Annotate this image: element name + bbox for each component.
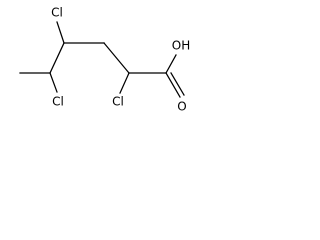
carbonyl-oxygen-label: O [177, 100, 186, 114]
chemical-structure: Cl Cl Cl OH O [19, 6, 190, 114]
bond-c1-o-double-b [170, 72, 185, 96]
bond-c2-cl [119, 72, 130, 94]
bond-c5-c4 [49, 42, 65, 74]
structure-canvas: Cl Cl Cl OH O [0, 0, 200, 120]
bond-c1-o-double-a [165, 72, 181, 98]
atom-labels: Cl Cl Cl OH O [51, 6, 190, 114]
chlorine-bottom-label: Cl [112, 95, 124, 109]
bond-c3-c2 [103, 42, 130, 74]
bond-c1-oh [165, 54, 177, 74]
hydroxyl-label: OH [172, 39, 190, 53]
bond-c5-cl [49, 72, 58, 93]
chlorine-left-label: Cl [52, 95, 64, 109]
bond-c4-cl [56, 21, 65, 44]
chlorine-top-label: Cl [51, 6, 63, 20]
bonds [19, 21, 185, 98]
